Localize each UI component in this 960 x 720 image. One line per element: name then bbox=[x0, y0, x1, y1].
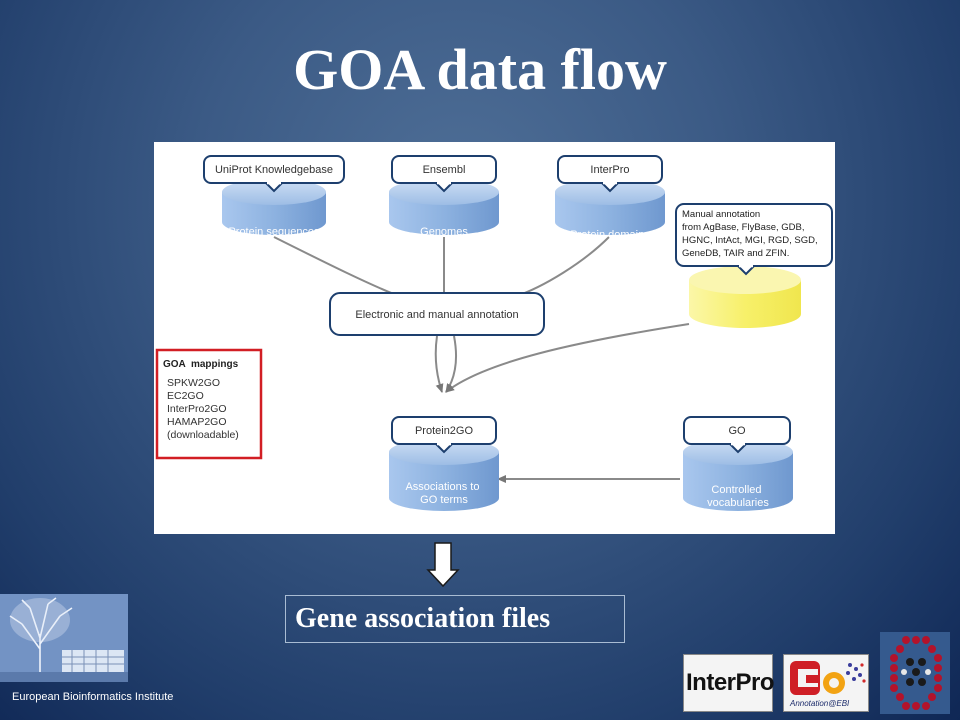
building-icon bbox=[62, 650, 124, 672]
manual-annotation-text: Manual annotation from AgBase, FlyBase, … bbox=[682, 209, 820, 259]
connector-annotation-left bbox=[434, 335, 444, 393]
down-arrow-icon bbox=[426, 542, 460, 588]
goa-mappings-box: GOA mappings SPKW2GO EC2GO InterPro2GO H… bbox=[155, 348, 263, 460]
mapping-item: SPKW2GO bbox=[167, 377, 220, 389]
go-db-line: vocabularies bbox=[707, 497, 769, 509]
goa-logo-footer: Annotation@EBI bbox=[790, 699, 850, 708]
uniprot-db-label: Protein sequences bbox=[228, 226, 320, 238]
annotation-box: Electronic and manual annotation bbox=[329, 292, 545, 336]
hexagon-dots-icon bbox=[890, 636, 942, 710]
interpro-callout: InterPro bbox=[557, 155, 663, 193]
goa-flow-diagram: Protein sequences UniProt Knowledgebase … bbox=[154, 142, 835, 534]
goa-logo: Annotation@EBI bbox=[783, 654, 869, 712]
interpro-callout-label: InterPro bbox=[590, 164, 629, 176]
go-database: Controlled vocabularies bbox=[683, 439, 793, 511]
protein2go-db-line: Associations to bbox=[405, 481, 479, 493]
mapping-item: EC2GO bbox=[167, 390, 204, 402]
slide-title: GOA data flow bbox=[293, 37, 667, 102]
gene-association-files-box: Gene association files bbox=[285, 595, 625, 643]
tree-building-icon bbox=[0, 594, 128, 682]
institute-label: European Bioinformatics Institute bbox=[12, 691, 174, 703]
mapping-item: InterPro2GO bbox=[167, 403, 227, 415]
annotation-box-label: Electronic and manual annotation bbox=[355, 309, 518, 321]
protein2go-callout-label: Protein2GO bbox=[415, 425, 474, 437]
ebi-hexagon-logo bbox=[880, 632, 950, 714]
ebi-building-image bbox=[0, 594, 128, 682]
uniprot-callout-label: UniProt Knowledgebase bbox=[215, 164, 333, 176]
protein2go-callout: Protein2GO bbox=[391, 416, 497, 454]
connector-uniprot bbox=[273, 236, 405, 299]
interpro-db-label: Protein domains bbox=[570, 229, 650, 241]
manual-line: Manual annotation bbox=[682, 209, 760, 220]
ensembl-callout: Ensembl bbox=[391, 155, 497, 193]
diagram-svg: Protein sequences UniProt Knowledgebase … bbox=[155, 155, 833, 511]
interpro-logo-text: InterPro bbox=[686, 669, 775, 696]
protein2go-db-label: Associations to GO terms bbox=[405, 481, 482, 506]
manual-annotation-callout: Manual annotation from AgBase, FlyBase, … bbox=[675, 203, 833, 276]
protein2go-database: Associations to GO terms bbox=[389, 439, 499, 511]
uniprot-callout: UniProt Knowledgebase bbox=[203, 155, 345, 193]
connector-manual bbox=[445, 323, 690, 393]
go-db-line: Controlled bbox=[711, 484, 761, 496]
ensembl-db-label: Genomes bbox=[420, 226, 468, 238]
go-callout: GO bbox=[683, 416, 791, 454]
connector-interpro bbox=[513, 236, 610, 298]
manual-annotation-database bbox=[689, 266, 801, 328]
gene-association-files-label: Gene association files bbox=[295, 603, 551, 634]
goa-mappings-title: GOA mappings bbox=[163, 359, 239, 370]
goa-mappings-list: SPKW2GO EC2GO InterPro2GO HAMAP2GO (down… bbox=[167, 377, 239, 441]
manual-line: HGNC, IntAct, MGI, RGD, SGD, bbox=[682, 235, 818, 246]
go-db-label: Controlled vocabularies bbox=[707, 484, 769, 509]
mapping-item: HAMAP2GO bbox=[167, 416, 227, 428]
tree-icon bbox=[9, 597, 73, 676]
ensembl-callout-label: Ensembl bbox=[423, 164, 466, 176]
mapping-item: (downloadable) bbox=[167, 429, 239, 441]
protein2go-db-line: GO terms bbox=[420, 494, 468, 506]
manual-line: from AgBase, FlyBase, GDB, bbox=[682, 222, 805, 233]
interpro-logo: InterPro bbox=[683, 654, 775, 712]
connector-annotation-right bbox=[445, 335, 457, 393]
go-callout-label: GO bbox=[728, 425, 746, 437]
go-logo-icon bbox=[790, 661, 866, 695]
manual-line: GeneDB, TAIR and ZFIN. bbox=[682, 248, 789, 259]
